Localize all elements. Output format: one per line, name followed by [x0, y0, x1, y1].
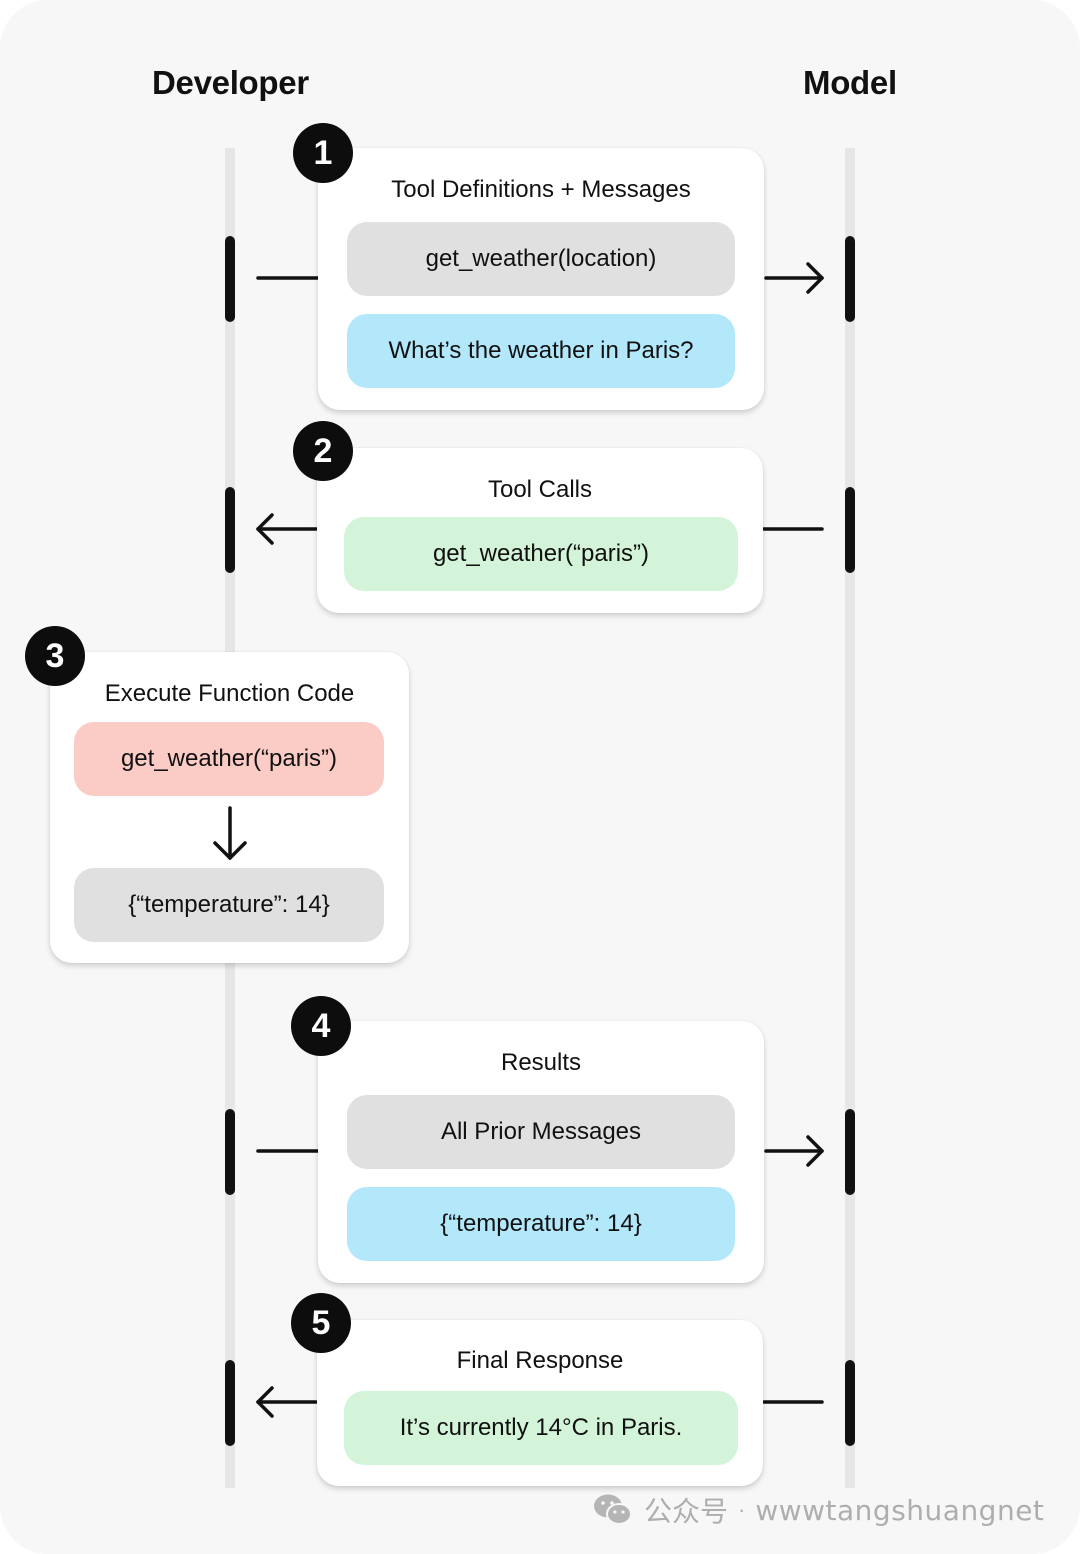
wechat-icon — [594, 1494, 632, 1525]
step-4-title: Results — [500, 1049, 582, 1076]
step-3-function-result-pill: {“temperature”: 14} — [74, 868, 384, 942]
step-1-connector-left — [256, 276, 320, 280]
step-3-function-call-pill: get_weather(“paris”) — [74, 722, 384, 796]
watermark-account: wwwtangshuangnet — [755, 1493, 1045, 1527]
step-2-arrow-to-developer — [256, 513, 318, 545]
model-tick-step-2 — [845, 487, 855, 573]
step-1-title: Tool Definitions + Messages — [391, 176, 691, 203]
step-3-card: Execute Function Code get_weather(“paris… — [50, 652, 409, 963]
model-tick-step-1 — [845, 236, 855, 322]
step-4-connector-left — [256, 1149, 320, 1153]
step-4-arrow-to-model — [764, 1135, 824, 1167]
step-2-number-badge: 2 — [293, 421, 353, 481]
watermark-label: 公众号 — [644, 1495, 729, 1528]
step-3-down-arrow — [213, 806, 247, 860]
step-3-number-badge: 3 — [25, 626, 85, 686]
step-5-connector-right — [762, 1400, 824, 1404]
step-1-user-message-pill: What’s the weather in Paris? — [347, 314, 735, 388]
developer-tick-step-1 — [225, 236, 235, 322]
step-3-title: Execute Function Code — [104, 680, 355, 707]
developer-tick-step-4 — [225, 1109, 235, 1195]
model-tick-step-5 — [845, 1360, 855, 1446]
step-5-number-badge: 5 — [291, 1293, 351, 1353]
developer-tick-step-5 — [225, 1360, 235, 1446]
step-5-card: Final Response It’s currently 14°C in Pa… — [317, 1320, 763, 1486]
watermark: 公众号 · wwwtangshuangnet — [592, 1488, 1044, 1532]
step-4-number-badge: 4 — [291, 996, 351, 1056]
step-4-tool-result-pill: {“temperature”: 14} — [347, 1187, 735, 1261]
step-1-arrow-to-model — [764, 262, 824, 294]
step-5-arrow-to-developer — [256, 1386, 318, 1418]
step-2-connector-right — [762, 527, 824, 531]
step-2-title: Tool Calls — [487, 476, 593, 503]
watermark-separator: · — [738, 1497, 746, 1522]
step-5-final-response-pill: It’s currently 14°C in Paris. — [344, 1391, 738, 1465]
developer-tick-step-2 — [225, 487, 235, 573]
model-tick-step-4 — [845, 1109, 855, 1195]
developer-lane-title: Developer — [152, 64, 309, 101]
step-1-card: Tool Definitions + Messages get_weather(… — [318, 148, 764, 410]
model-lane-title: Model — [803, 64, 897, 101]
step-4-prior-messages-pill: All Prior Messages — [347, 1095, 735, 1169]
step-2-card: Tool Calls get_weather(“paris”) — [317, 448, 763, 613]
model-lifeline — [845, 148, 855, 1488]
step-1-number-badge: 1 — [293, 123, 353, 183]
step-1-tool-definition-pill: get_weather(location) — [347, 222, 735, 296]
step-2-tool-call-pill: get_weather(“paris”) — [344, 517, 738, 591]
step-4-card: Results All Prior Messages {“temperature… — [318, 1021, 764, 1283]
step-5-title: Final Response — [456, 1347, 624, 1374]
